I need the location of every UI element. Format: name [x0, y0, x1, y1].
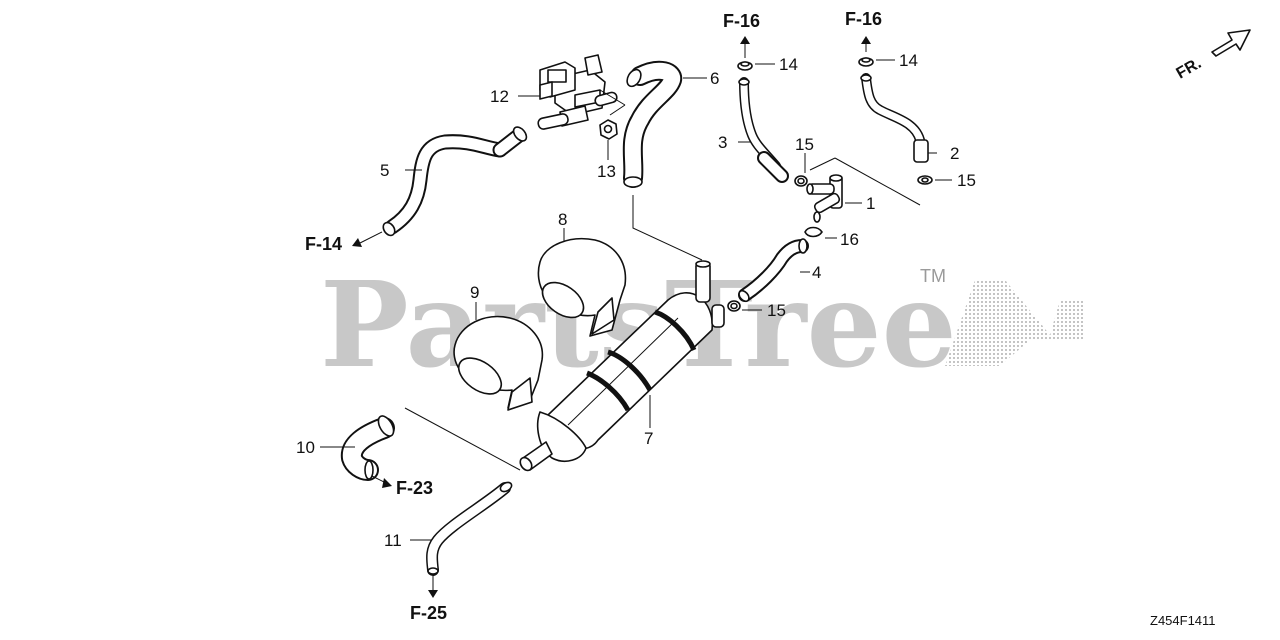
ref-f14: F-14: [305, 234, 342, 254]
clip-15-lower[interactable]: [727, 300, 741, 312]
clip-14-left[interactable]: [737, 61, 753, 71]
callout-6: 6: [710, 69, 719, 88]
fuel-filter-7[interactable]: [518, 260, 725, 473]
callout-3: 3: [718, 133, 727, 152]
joint-1[interactable]: [806, 174, 843, 223]
front-arrow-icon: [1211, 29, 1251, 57]
callout-10: 10: [296, 438, 315, 457]
callout-1: 1: [866, 194, 875, 213]
ref-f25: F-25: [410, 603, 447, 623]
ref-f16-right: F-16: [845, 9, 882, 29]
holder-9[interactable]: [452, 315, 544, 411]
callout-8: 8: [558, 210, 567, 229]
hose-2[interactable]: [860, 73, 929, 163]
callout-11: 11: [384, 531, 402, 550]
callout-16: 16: [840, 230, 859, 249]
leader-joint: [834, 157, 921, 206]
hose-4[interactable]: [737, 238, 809, 303]
drawing-code: Z454F1411: [1150, 613, 1216, 628]
callout-13: 13: [597, 162, 616, 181]
leader-10: [404, 407, 521, 471]
front-label: FR.: [1174, 55, 1205, 83]
clip-15-upper[interactable]: [794, 175, 808, 187]
callout-4: 4: [812, 263, 821, 282]
callout-12: 12: [490, 87, 509, 106]
holder-8[interactable]: [536, 238, 627, 337]
front-direction-indicator: FR.: [1174, 29, 1251, 83]
callouts: 1 2 3 4 5 6 7 8 9 10 11 12 13 14 14 15 1…: [296, 51, 976, 550]
hose-3[interactable]: [738, 77, 789, 183]
callout-15-lower: 15: [767, 301, 786, 320]
clip-16[interactable]: [804, 226, 823, 238]
nut-13[interactable]: [599, 119, 618, 140]
callout-15-upper: 15: [795, 135, 814, 154]
clip-15-right[interactable]: [917, 175, 933, 185]
ref-arrows: [352, 36, 871, 598]
leader-joint-2: [809, 157, 836, 171]
hose-10[interactable]: [340, 413, 397, 481]
callout-5: 5: [380, 161, 389, 180]
callout-leaders: [405, 59, 952, 541]
solenoid-valve-12[interactable]: [537, 54, 626, 130]
hose-5[interactable]: [381, 125, 529, 238]
hose-11[interactable]: [426, 481, 513, 576]
callout-9: 9: [470, 283, 479, 302]
callout-7: 7: [644, 429, 653, 448]
watermark-trademark: TM: [920, 266, 946, 286]
leader-hose6: [632, 195, 703, 261]
callout-2: 2: [950, 144, 959, 163]
clip-14-right[interactable]: [858, 57, 874, 67]
ref-f23: F-23: [396, 478, 433, 498]
watermark-pattern: [945, 280, 1085, 366]
ref-f16-left: F-16: [723, 11, 760, 31]
references: F-16 F-16 F-14 F-23 F-25: [305, 9, 882, 623]
callout-15-right: 15: [957, 171, 976, 190]
callout-14-left: 14: [779, 55, 798, 74]
hose-6[interactable]: [622, 60, 683, 188]
callout-14-right: 14: [899, 51, 918, 70]
